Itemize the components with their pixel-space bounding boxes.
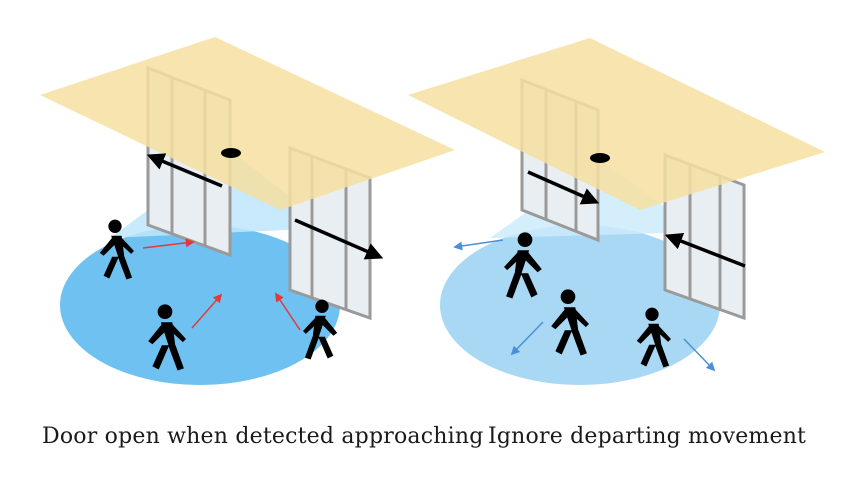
caption-departing: Ignore departing movement xyxy=(488,424,807,449)
scene-departing xyxy=(408,38,825,385)
approach-arrow xyxy=(191,293,223,329)
approach-arrow xyxy=(275,292,301,331)
detection-zone xyxy=(60,225,340,385)
caption-approaching: Door open when detected approaching xyxy=(42,424,484,449)
depart-arrow xyxy=(683,338,716,372)
motion-sensor-icon xyxy=(590,153,610,163)
approach-arrow xyxy=(142,238,195,249)
depart-arrow xyxy=(453,239,504,251)
ceiling-plane xyxy=(408,38,825,210)
door-close-arrow-left xyxy=(527,170,600,205)
door-close-arrow-right xyxy=(664,232,746,268)
ceiling-plane xyxy=(40,37,455,210)
door-open-arrow-right xyxy=(294,218,384,260)
motion-sensor-icon xyxy=(221,148,241,158)
door-open-arrow-left xyxy=(146,153,223,188)
depart-arrow xyxy=(510,321,544,356)
scene-approaching xyxy=(40,37,455,385)
